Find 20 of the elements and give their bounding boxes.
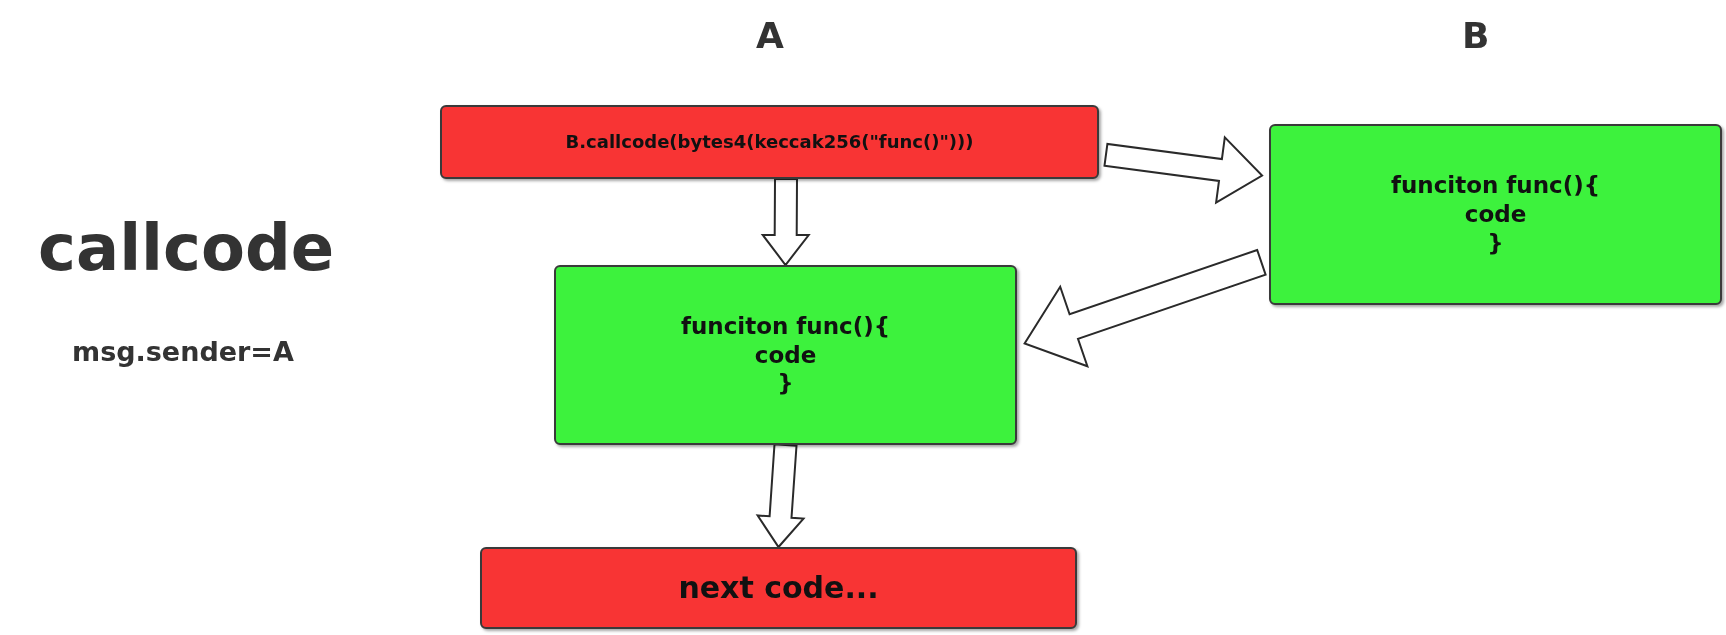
code-text: code <box>754 340 817 370</box>
code-text: next code... <box>678 569 879 607</box>
hollow-arrow <box>755 443 806 549</box>
code-box <box>480 547 1077 629</box>
code-text: funciton func(){ <box>1390 171 1601 201</box>
code-text: funciton func(){ <box>680 311 891 341</box>
code-text: B.callcode(bytes4(keccak256("func()"))) <box>565 130 974 154</box>
code-text: code <box>1464 200 1527 229</box>
code-box <box>554 265 1017 445</box>
column-heading: A <box>756 18 784 54</box>
hollow-arrow <box>1103 135 1264 205</box>
code-text: } <box>1487 228 1504 258</box>
column-heading: B <box>1462 18 1490 54</box>
code-text: } <box>777 369 794 399</box>
hollow-arrow <box>760 177 811 267</box>
title: callcode <box>38 216 335 280</box>
note-text: msg.sender=A <box>72 338 294 365</box>
code-box <box>1269 124 1722 305</box>
hollow-arrow <box>1023 248 1267 368</box>
code-box <box>440 105 1099 179</box>
